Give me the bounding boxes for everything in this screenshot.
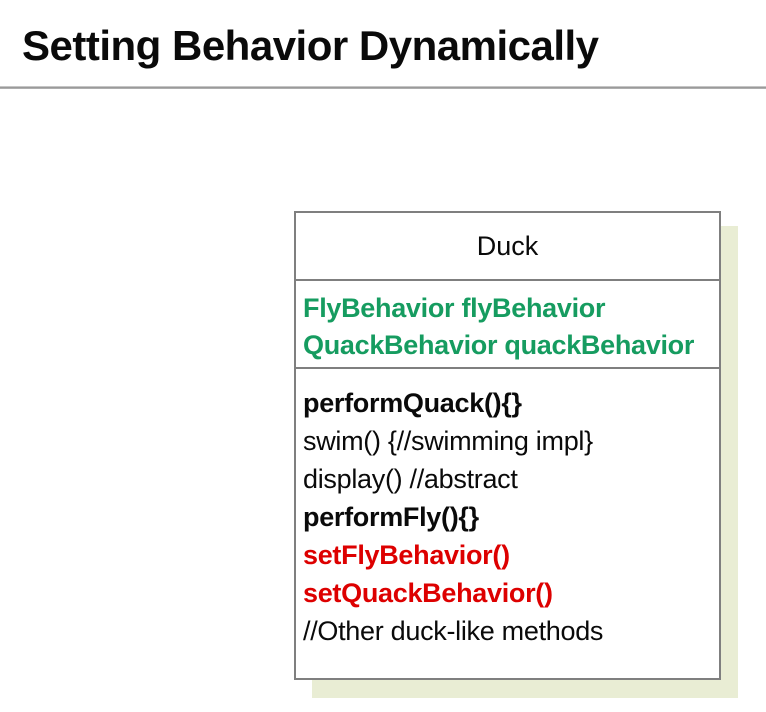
uml-method-line: setFlyBehavior() — [303, 540, 510, 570]
uml-method-line: display() //abstract — [303, 464, 518, 494]
title-divider-rule — [0, 86, 766, 89]
uml-attribute-line: QuackBehavior quackBehavior — [303, 330, 695, 360]
uml-attribute-line: FlyBehavior flyBehavior — [303, 293, 606, 323]
uml-method-line: setQuackBehavior() — [303, 578, 553, 608]
uml-method-line: swim() {//swimming impl} — [303, 426, 593, 456]
uml-attributes-section: FlyBehavior flyBehavior QuackBehavior qu… — [296, 281, 719, 369]
uml-method-line: performFly(){} — [303, 502, 479, 532]
uml-class-box: Duck FlyBehavior flyBehavior QuackBehavi… — [294, 211, 721, 680]
uml-method-line: //Other duck-like methods — [303, 616, 604, 646]
uml-method-line: performQuack(){} — [303, 388, 522, 418]
uml-class-name: Duck — [296, 213, 719, 281]
uml-methods-section: performQuack(){} swim() {//swimming impl… — [296, 369, 719, 678]
slide-title: Setting Behavior Dynamically — [22, 22, 599, 69]
